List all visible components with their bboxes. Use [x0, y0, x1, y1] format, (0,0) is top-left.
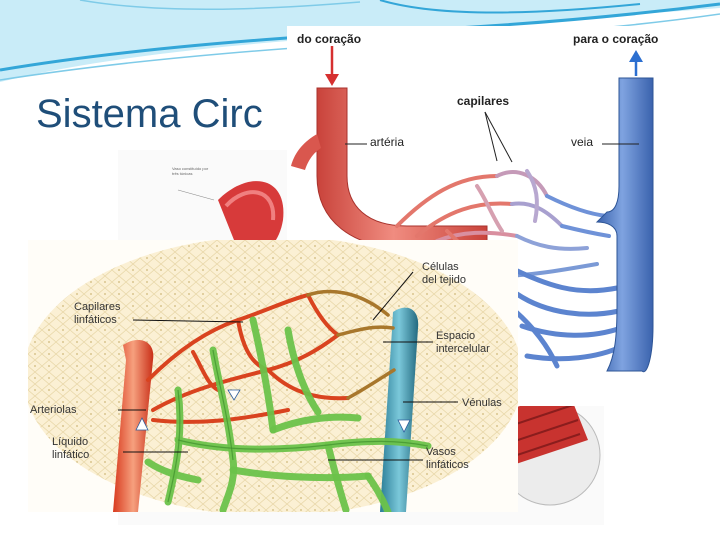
to-heart-label: para o coração	[573, 32, 659, 46]
artery-label: artéria	[370, 135, 405, 149]
capillaries-label: capilares	[457, 94, 510, 108]
vein-label: veia	[571, 135, 594, 149]
lymph-vessels-label: Vasos linfáticos	[426, 446, 469, 471]
tissue-cells-label: Células del tejido	[422, 261, 467, 286]
lymph-capillaries-label: Capilares linfáticos	[74, 301, 121, 326]
vessel-note-label: Vaso constituído por três túnicas	[172, 166, 209, 176]
interstitial-space-label: Espacio intercelular	[436, 330, 490, 355]
venules-label: Vénulas	[462, 397, 502, 409]
lymph-fluid-label: Líquido linfático	[52, 436, 90, 461]
capillary-network-figure: do coração para o coração capilares arté…	[287, 26, 679, 406]
lymphatic-capillaries-figure: Células del tejido Capilares linfáticos …	[28, 240, 518, 512]
arterioles-label: Arteriolas	[30, 404, 77, 416]
slide-title: Sistema Circ	[36, 92, 263, 136]
from-heart-label: do coração	[297, 32, 362, 46]
